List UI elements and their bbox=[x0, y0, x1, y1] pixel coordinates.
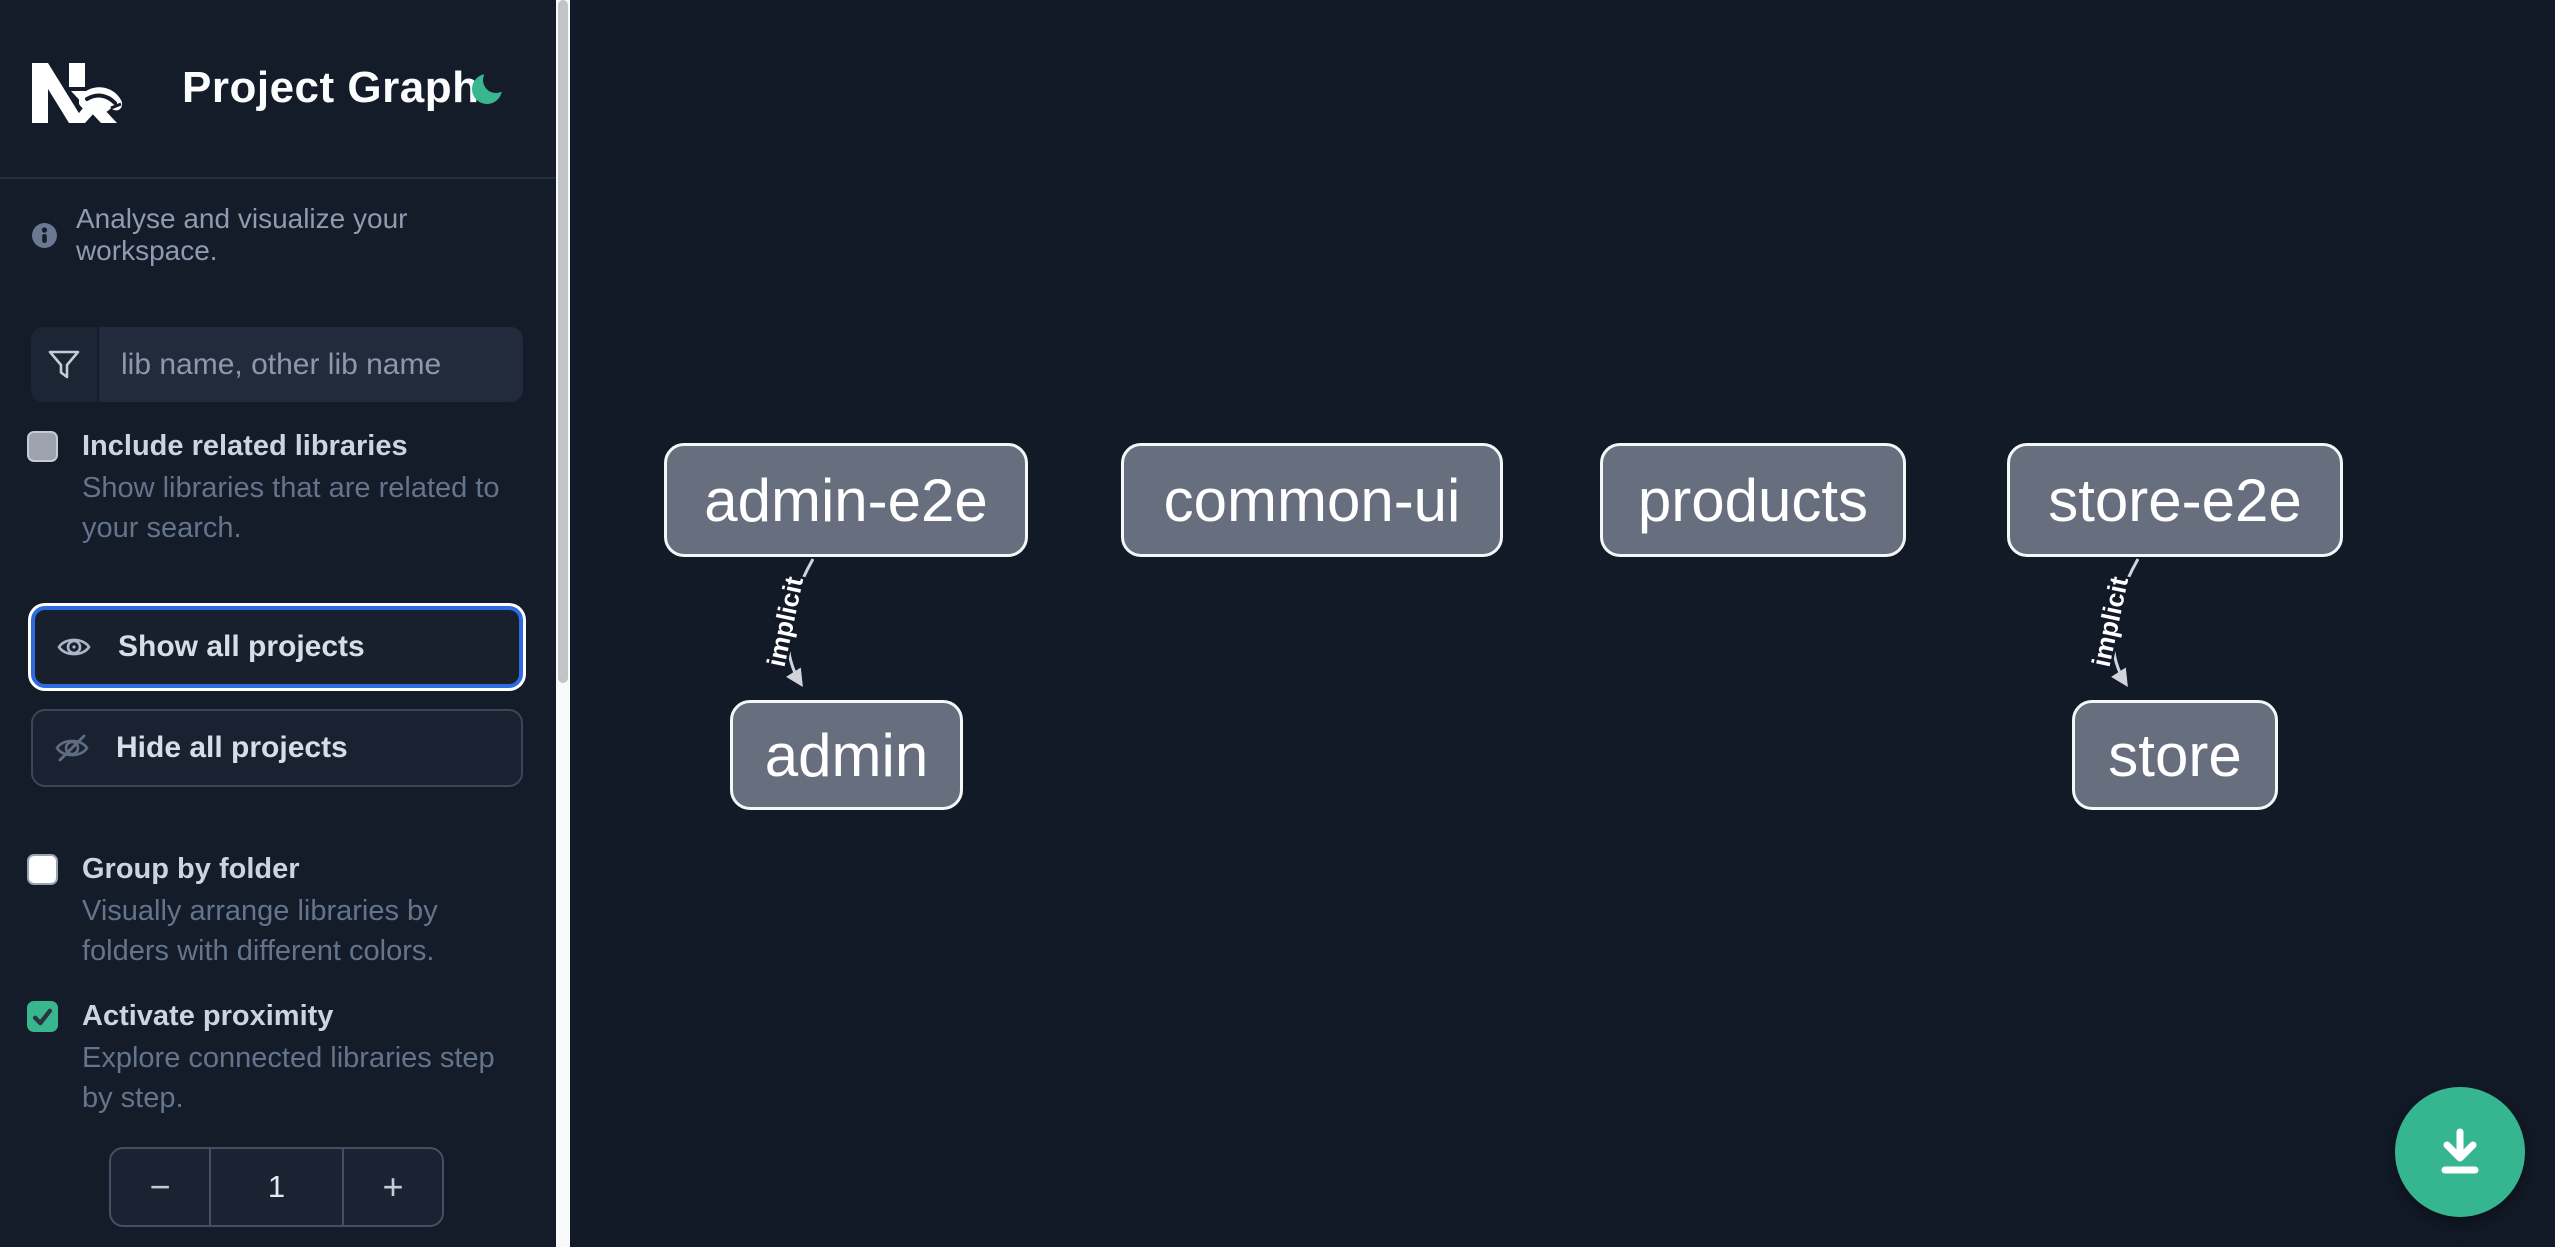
workspace-info: Analyse and visualize your workspace. bbox=[32, 203, 556, 267]
checkbox-group-by-folder[interactable]: Group by folder Visually arrange librari… bbox=[27, 851, 522, 971]
graph-node-store-e2e[interactable]: store-e2e bbox=[2007, 443, 2343, 557]
checkbox-include-related-libraries[interactable]: Include related libraries Show libraries… bbox=[27, 428, 522, 548]
dark-mode-toggle-button[interactable] bbox=[471, 67, 509, 105]
eye-icon bbox=[57, 638, 91, 656]
info-icon bbox=[32, 222, 57, 248]
hide-all-projects-label: Hide all projects bbox=[116, 731, 348, 764]
page-title: Project Graph bbox=[182, 63, 480, 112]
checkbox-box[interactable] bbox=[27, 431, 58, 462]
stepper-value[interactable]: 1 bbox=[209, 1149, 344, 1225]
graph-node-admin[interactable]: admin bbox=[730, 700, 963, 810]
check-icon bbox=[32, 1008, 53, 1026]
eye-off-icon bbox=[55, 734, 89, 762]
download-image-button[interactable] bbox=[2395, 1087, 2525, 1217]
sidebar: Project Graph Analyse and visualize your… bbox=[0, 0, 556, 1247]
sidebar-header: Project Graph bbox=[0, 0, 556, 179]
checkbox-label: Group by folder bbox=[82, 853, 300, 885]
checkbox-label: Activate proximity bbox=[82, 1000, 334, 1032]
show-all-projects-button[interactable]: Show all projects bbox=[31, 606, 523, 688]
checkbox-description: Visually arrange libraries by folders wi… bbox=[82, 895, 438, 967]
filter-icon-cell bbox=[31, 327, 99, 402]
graph-node-store[interactable]: store bbox=[2072, 700, 2278, 810]
funnel-filter-icon bbox=[48, 350, 80, 378]
checkbox-box[interactable] bbox=[27, 854, 58, 885]
sidebar-scrollbar-track[interactable] bbox=[556, 0, 570, 1247]
nx-logo-icon bbox=[32, 63, 123, 123]
sidebar-scrollbar-thumb[interactable] bbox=[558, 0, 568, 683]
graph-node-admin-e2e[interactable]: admin-e2e bbox=[664, 443, 1028, 557]
decrement-button[interactable]: − bbox=[111, 1149, 209, 1225]
checkbox-label: Include related libraries bbox=[82, 430, 408, 462]
moon-icon bbox=[472, 67, 509, 104]
checkbox-description: Show libraries that are related to your … bbox=[82, 472, 500, 544]
show-all-projects-label: Show all projects bbox=[118, 630, 365, 663]
search-input[interactable] bbox=[99, 327, 523, 402]
proximity-depth-stepper: − 1 + bbox=[109, 1147, 444, 1227]
increment-button[interactable]: + bbox=[344, 1149, 442, 1225]
checkbox-activate-proximity[interactable]: Activate proximity Explore connected lib… bbox=[27, 998, 522, 1118]
download-icon bbox=[2441, 1128, 2479, 1174]
graph-canvas[interactable] bbox=[570, 0, 2555, 1247]
hide-all-projects-button[interactable]: Hide all projects bbox=[31, 709, 523, 787]
checkbox-description: Explore connected libraries step by step… bbox=[82, 1042, 495, 1114]
graph-node-common-ui[interactable]: common-ui bbox=[1121, 443, 1503, 557]
info-text: Analyse and visualize your workspace. bbox=[75, 203, 408, 266]
filter-box bbox=[31, 327, 523, 402]
checkbox-box[interactable] bbox=[27, 1001, 58, 1032]
graph-node-products[interactable]: products bbox=[1600, 443, 1906, 557]
